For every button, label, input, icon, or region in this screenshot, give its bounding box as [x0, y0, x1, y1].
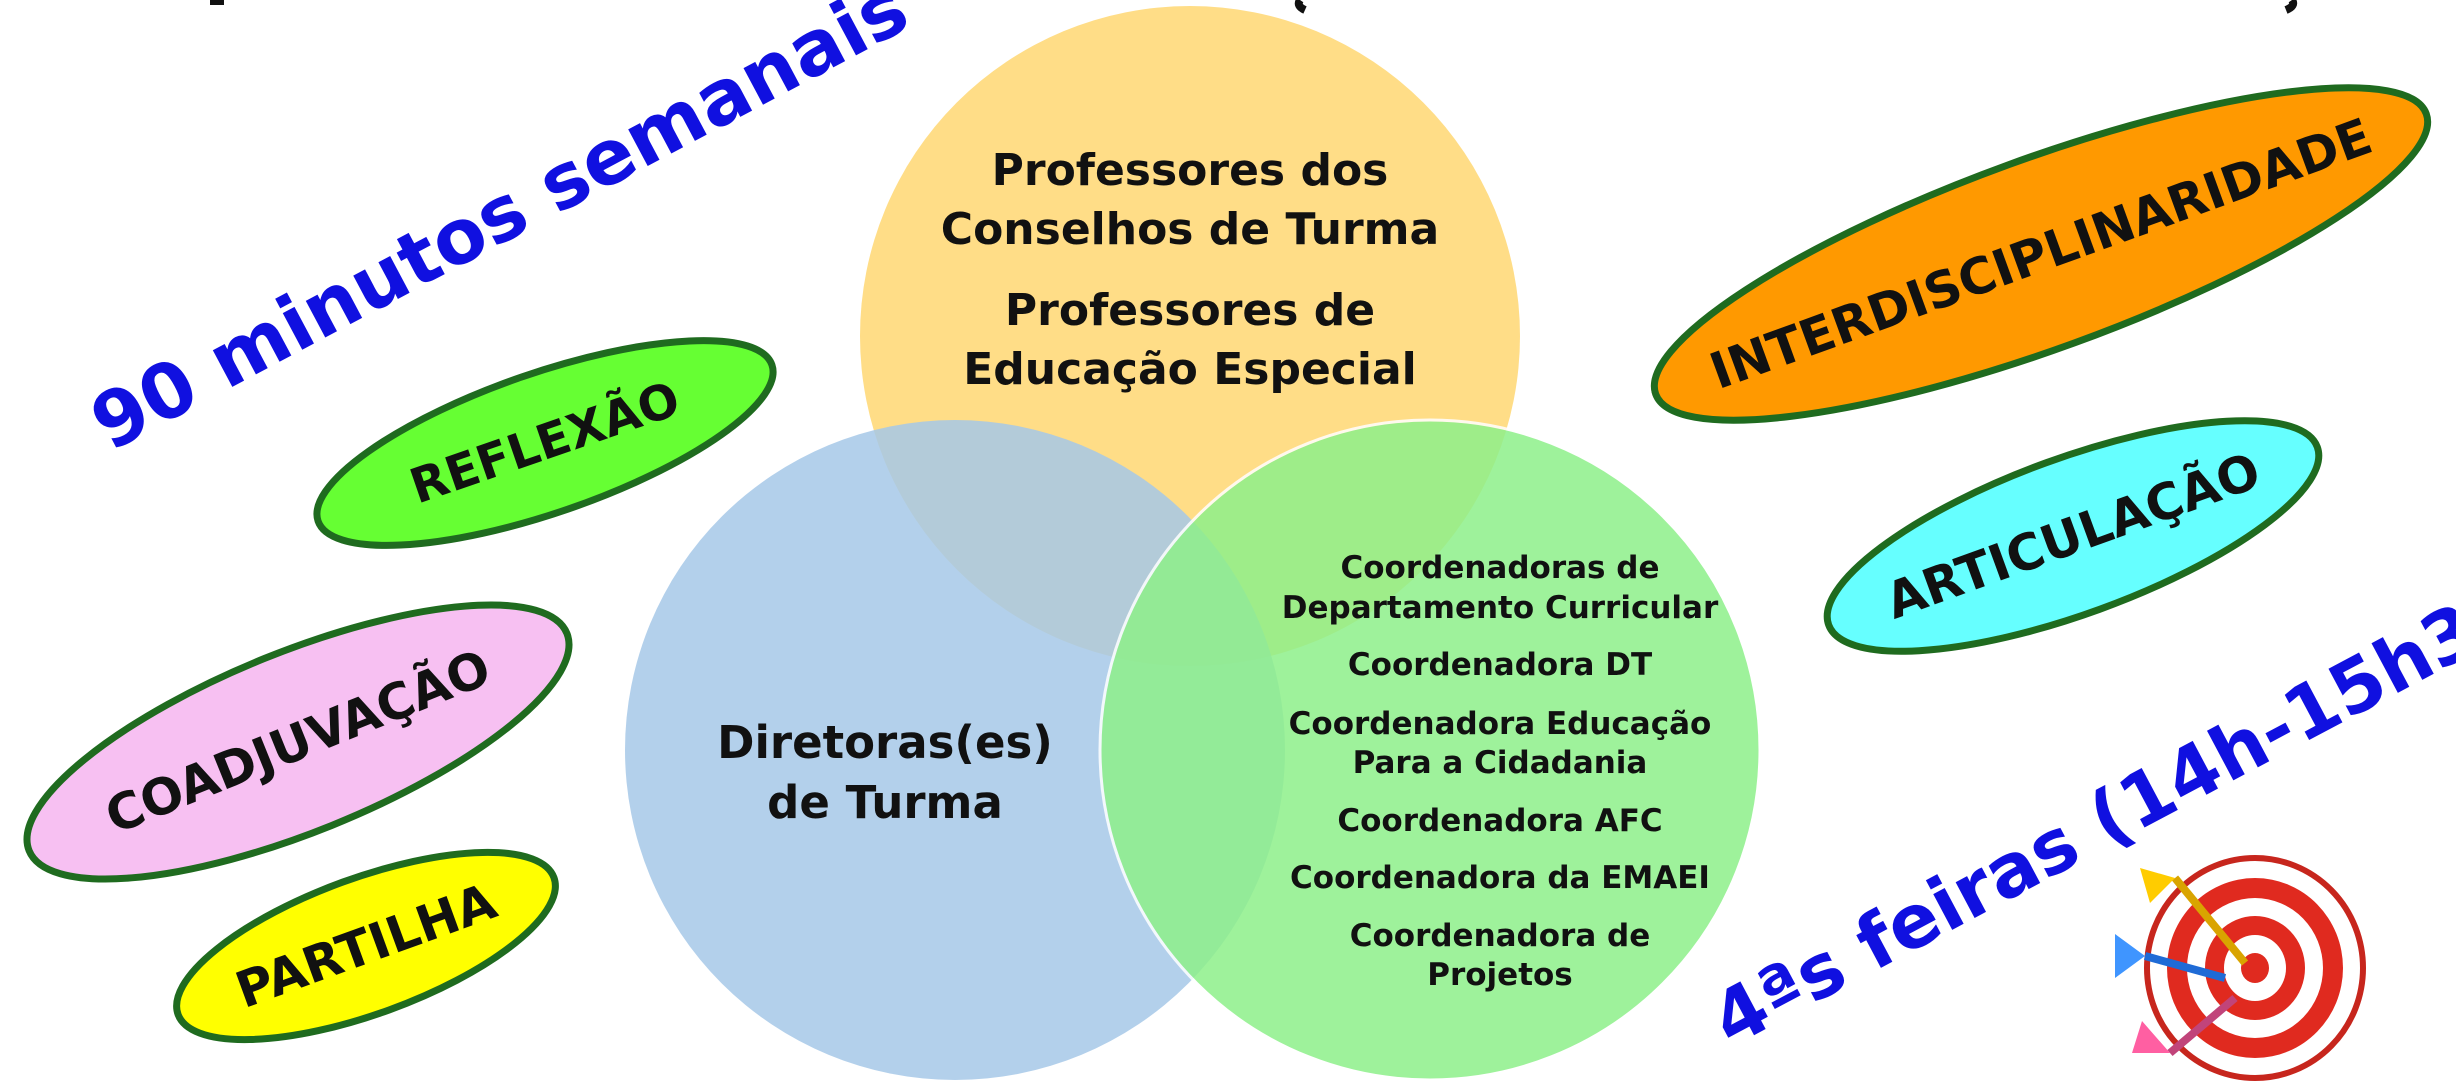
right-label-line: Coordenadora AFC [1337, 803, 1662, 839]
oval-shape [313, 337, 777, 549]
top-label-line: Educação Especial [963, 344, 1417, 395]
right-label-line: Projetos [1427, 957, 1573, 993]
venn-diagram [625, 6, 1762, 1081]
oval-shape [173, 848, 559, 1044]
right-label-line: Coordenadora Educação [1289, 706, 1712, 742]
oval-shape [1650, 84, 2432, 424]
cropped-text-fragment [210, 0, 224, 5]
oval-shape [1823, 417, 2323, 655]
right-label-line: Coordenadoras de [1341, 550, 1660, 586]
circle-class-directors [625, 420, 1285, 1080]
dartboard-with-darts-icon [2115, 855, 2366, 1081]
oval-interdisciplinaridade: INTERDISCIPLINARIDADE [1650, 84, 2432, 424]
oval-shape [23, 601, 573, 883]
keyword-ovals: REFLEXÃO COADJUVAÇÃO PARTILHA INTERDISCI… [23, 84, 2432, 1044]
right-label-line: Departamento Curricular [1282, 590, 1719, 626]
left-label-line: Diretoras(es) [717, 716, 1053, 769]
top-label-line: Professores dos [992, 145, 1389, 196]
circle-coordinators [1098, 418, 1762, 1081]
top-label-line: Conselhos de Turma [941, 204, 1439, 255]
top-label-line: Professores de [1005, 285, 1375, 336]
cropped-paren-right [2284, 0, 2298, 14]
circle-right-labels: Coordenadoras de Departamento Curricular… [1282, 550, 1719, 993]
circle-top-labels: Professores dos Conselhos de Turma Profe… [941, 145, 1439, 395]
right-label-line: Coordenadora de [1350, 918, 1651, 954]
oval-articulacao: ARTICULAÇÃO [1823, 417, 2323, 655]
circle-left-labels: Diretoras(es) de Turma [717, 716, 1053, 829]
cropped-paren-left [1294, 0, 1307, 14]
right-label-line: Coordenadora da EMAEI [1290, 860, 1710, 896]
right-label-line: Coordenadora DT [1348, 647, 1652, 683]
right-label-line: Para a Cidadania [1353, 745, 1648, 781]
left-label-line: de Turma [767, 776, 1003, 829]
